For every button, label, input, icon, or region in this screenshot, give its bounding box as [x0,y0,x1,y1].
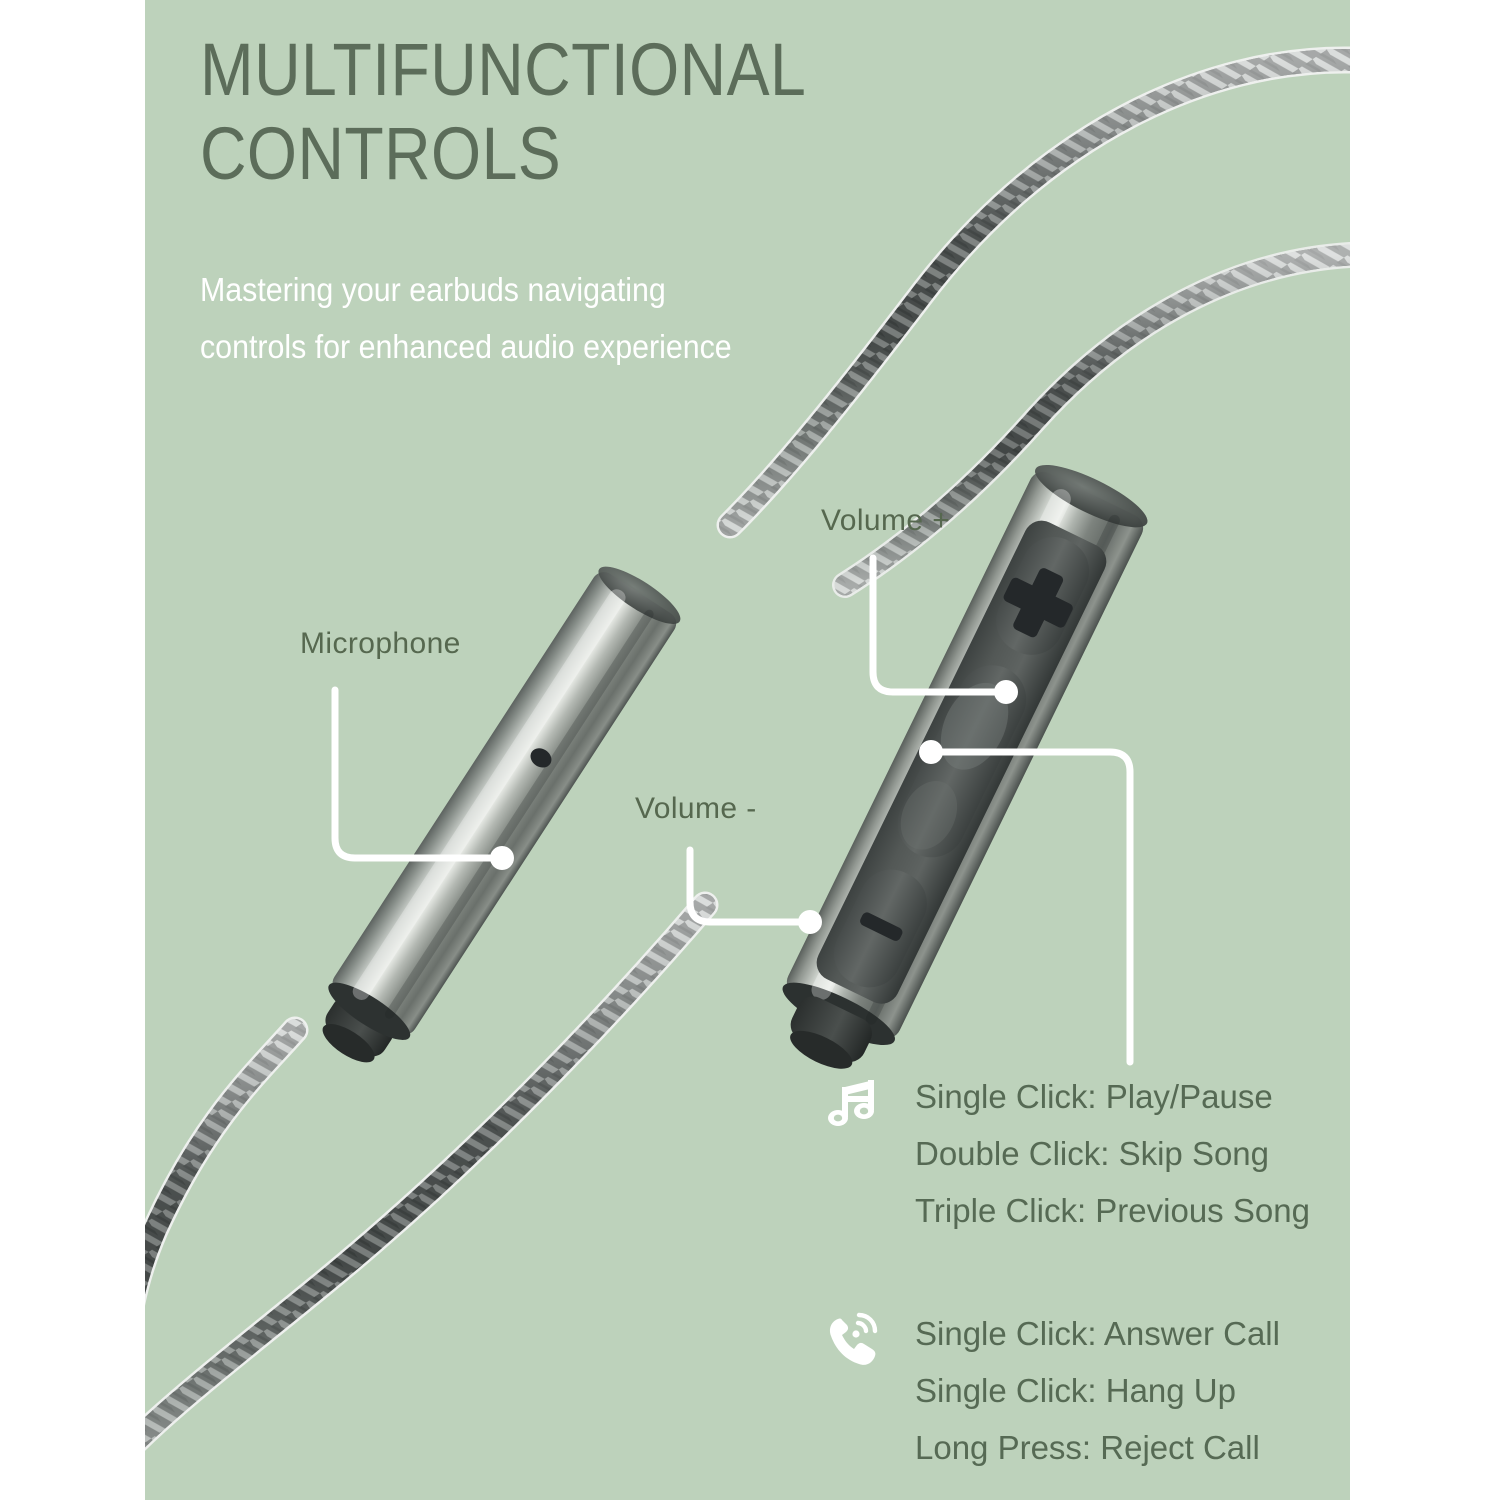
feature-lines-music: Single Click: Play/Pause Double Click: S… [915,1068,1310,1239]
callout-label-volume-up: Volume + [821,504,951,537]
feature-group-call: Single Click: Answer Call Single Click: … [825,1305,1280,1476]
leader-volume-down [686,846,809,926]
leader-dot-volume-up [994,680,1018,704]
feature-group-music: Single Click: Play/Pause Double Click: S… [825,1068,1310,1239]
page-subtitle: Mastering your earbuds navigating contro… [200,271,732,365]
list-item: Triple Click: Previous Song [915,1192,1310,1229]
callout-label-volume-down: Volume - [635,792,757,825]
volume-up-button [996,536,1090,655]
cable-upper-right [832,242,1350,598]
list-item: Double Click: Skip Song [915,1135,1270,1172]
callout-label-microphone: Microphone [300,627,461,660]
leader-microphone [331,686,501,862]
leader-dot-play-pause [919,740,943,764]
leader-dot-microphone [490,846,514,870]
leader-lines [331,554,1134,1066]
control-strain-relief [790,996,872,1069]
play-pause-button [897,665,1027,858]
cable-bottom-left [145,1016,309,1306]
phone-ringing-icon [829,1312,878,1365]
strain-relief-bottom [322,996,394,1063]
list-item: Single Click: Answer Call [915,1315,1280,1352]
cable-lower-sweep [145,891,719,1451]
music-note-icon [828,1080,874,1126]
product-illustration [145,46,1350,1451]
control-module [782,464,1148,1046]
leader-volume-up [869,554,1005,696]
microphone-capsule [322,566,681,1063]
list-item: Single Click: Hang Up [915,1372,1236,1409]
cable-top-arc [716,46,1350,539]
leader-play-pause [931,748,1134,1066]
page-title: MULTIFUNCTIONAL CONTROLS [200,28,807,195]
list-item: Single Click: Play/Pause [915,1078,1273,1115]
leader-dot-volume-down [798,910,822,934]
volume-down-button [833,869,927,988]
green-background-panel: MULTIFUNCTIONAL CONTROLS Mastering your … [145,0,1350,1500]
list-item: Long Press: Reject Call [915,1429,1260,1466]
feature-lines-call: Single Click: Answer Call Single Click: … [915,1305,1280,1476]
microphone-hole [530,748,552,768]
